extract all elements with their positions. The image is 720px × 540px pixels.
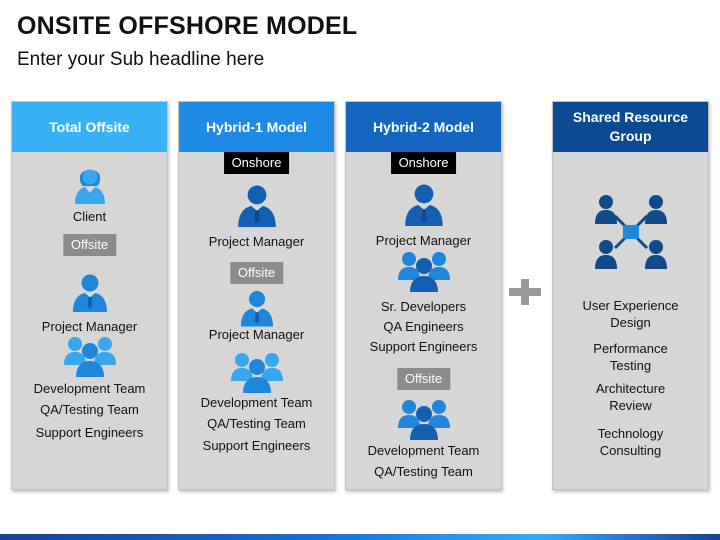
- onshore-tag: Onshore: [390, 152, 457, 174]
- bottom-accent-bar: [0, 534, 720, 540]
- list-item: Support Engineers: [369, 339, 478, 354]
- list-item: Development Team: [200, 395, 313, 410]
- project-manager-label: Project Manager: [41, 319, 138, 334]
- slide-title: ONSITE OFFSHORE MODEL: [17, 12, 358, 40]
- network-icon: [594, 195, 667, 269]
- manager-icon: [404, 184, 443, 226]
- slide-subtitle: Enter your Sub headline here: [17, 49, 265, 70]
- onshore-tag: Onshore: [223, 152, 290, 174]
- list-item: Support Engineers: [35, 425, 144, 440]
- list-item-text: User Experience Design: [582, 298, 679, 330]
- column-shared-resource-group: Shared Resource Group User Experience De…: [552, 101, 709, 490]
- column-header: Total Offsite: [12, 102, 167, 152]
- project-manager-offsite-label: Project Manager: [208, 327, 305, 342]
- list-item: Technology Consulting: [553, 425, 708, 459]
- offsite-tag: Offsite: [62, 234, 117, 256]
- list-item: QA/Testing Team: [207, 416, 306, 431]
- list-item-text: Performance Testing: [593, 341, 668, 373]
- list-item: Architecture Review: [553, 380, 708, 414]
- manager-icon: [72, 274, 107, 312]
- manager-icon: [237, 185, 276, 227]
- column-header-text: Shared Resource Group: [572, 109, 689, 144]
- column-hybrid-1: Hybrid-1 Model Onshore Project Manager O…: [178, 101, 335, 490]
- team-icon: [397, 252, 450, 292]
- list-item: QA/Testing Team: [374, 464, 473, 479]
- offsite-tag: Offsite: [229, 262, 284, 284]
- plus-icon: [509, 279, 541, 305]
- list-item: Sr. Developers: [380, 299, 467, 314]
- column-header: Hybrid-1 Model: [179, 102, 334, 152]
- column-hybrid-2: Hybrid-2 Model Onshore Project Manager S…: [345, 101, 502, 490]
- offsite-tag: Offsite: [396, 368, 451, 390]
- team-icon: [397, 400, 450, 440]
- list-item: QA Engineers: [383, 319, 464, 334]
- team-icon: [63, 337, 116, 377]
- list-item-text: Technology Consulting: [597, 426, 664, 458]
- team-icon: [230, 353, 283, 393]
- column-total-offsite: Total Offsite Client Offsite Project Man…: [11, 101, 168, 490]
- list-item: User Experience Design: [553, 297, 708, 331]
- list-item: QA/Testing Team: [40, 402, 139, 417]
- female-user-icon: [74, 169, 105, 204]
- client-label: Client: [72, 209, 107, 224]
- project-manager-label: Project Manager: [375, 233, 472, 248]
- list-item-text: Architecture Review: [595, 381, 666, 413]
- manager-icon: [240, 291, 273, 327]
- list-item: Support Engineers: [202, 438, 311, 453]
- project-manager-onshore-label: Project Manager: [208, 234, 305, 249]
- list-item: Development Team: [367, 443, 480, 458]
- list-item: Development Team: [33, 381, 146, 396]
- column-header: Hybrid-2 Model: [346, 102, 501, 152]
- list-item: Performance Testing: [553, 340, 708, 374]
- column-header: Shared Resource Group: [553, 102, 708, 152]
